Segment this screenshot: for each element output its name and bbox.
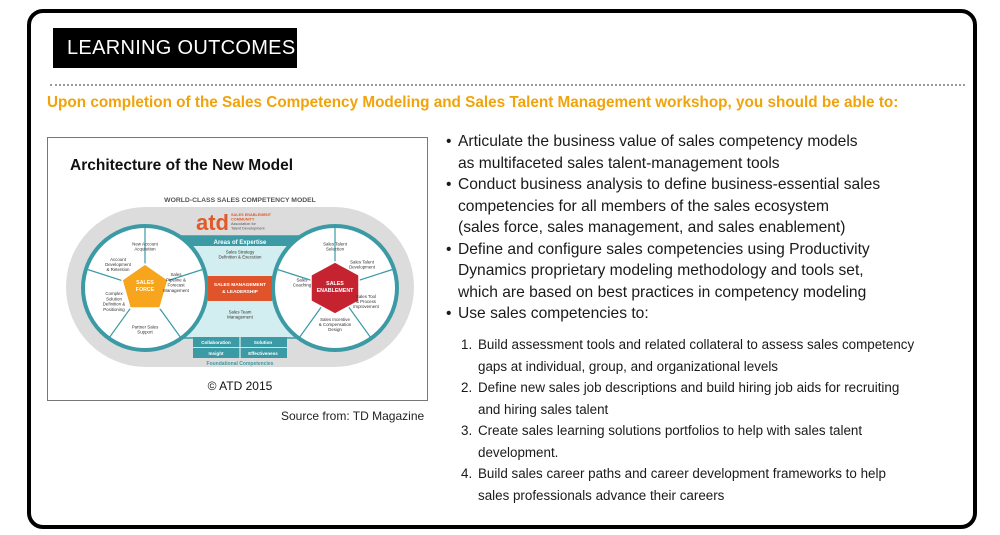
logo-sub-4: Talent Development [231,227,266,231]
right-center-1: SALES [326,281,344,287]
left-center-2: FORCE [136,287,155,293]
numbered-list: 1. Build assessment tools and related co… [461,334,981,506]
mid-center-1: SALES MANAGEMENT [214,282,266,288]
sales-management-box [208,276,272,301]
bullet-item: • Articulate the business value of sales… [446,133,858,172]
model-title: WORLD-CLASS SALES COMPETENCY MODEL [164,197,316,204]
subtitle: Upon completion of the Sales Competency … [47,94,899,111]
numbered-item: 4. Build sales career paths and career d… [461,466,886,503]
foundation-collaboration: Collaboration [201,340,231,345]
numbered-item: 1. Build assessment tools and related co… [461,337,915,374]
figure-title: Architecture of the New Model [70,157,293,174]
left-center-1: SALES [136,280,154,286]
logo-sub-2: COMMUNITY [231,218,255,222]
numbered-item: 3. Create sales learning solutions portf… [461,423,863,460]
foundation-effectiveness: Effectiveness [248,351,278,356]
areas-header [176,236,304,246]
competency-model-figure: Architecture of the New Model WORLD-CLAS… [47,137,428,401]
outcome-bullets: • Articulate the business value of sales… [446,131,986,325]
atd-logo: atd [196,210,229,235]
dotted-divider [50,84,965,86]
page-title: LEARNING OUTCOMES [53,28,297,68]
mid-center-2: & LEADERSHIP [222,289,259,295]
bullet-item: • Define and configure sales competencie… [446,240,870,301]
right-center-2: ENABLEMENT [317,288,355,294]
bullet-item: • Conduct business analysis to define bu… [446,176,881,236]
logo-sub-3: Association for [231,222,257,226]
foundation-solution: Solution [254,340,273,345]
bullet-item: • Use sales competencies to: [446,305,649,322]
areas-label: Areas of Expertise [214,240,267,246]
foundation-insight: Insight [208,351,224,356]
competency-model-diagram: Architecture of the New Model WORLD-CLAS… [66,157,414,393]
copyright: © ATD 2015 [208,379,273,393]
source-caption: Source from: TD Magazine [281,409,425,423]
foundation-label: Foundational Competencies [207,361,274,367]
sales-force-pentagon [121,263,169,309]
logo-sub-1: SALES ENABLEMENT [231,213,272,217]
numbered-item: 2. Define new sales job descriptions and… [461,380,900,417]
sales-enablement-hexagon [310,261,360,315]
